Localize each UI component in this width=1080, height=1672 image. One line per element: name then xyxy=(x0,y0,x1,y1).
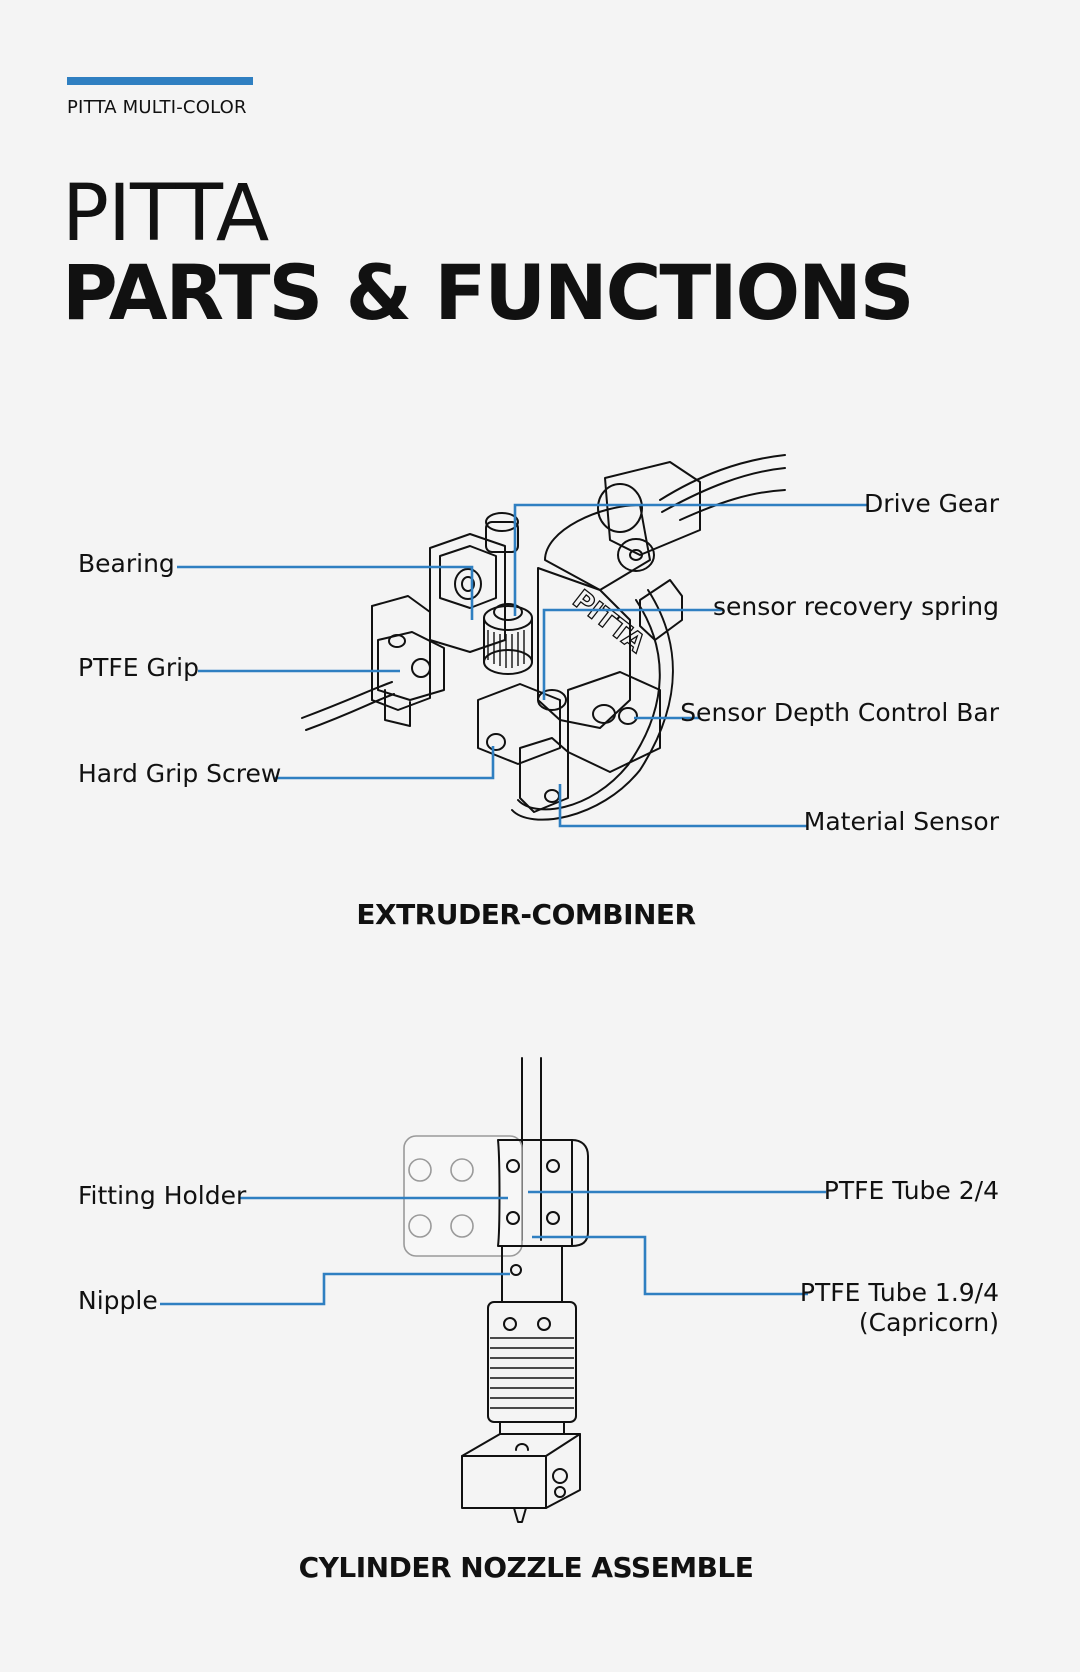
callout-line-bearing xyxy=(177,565,474,620)
label-sensor-recovery-spring: sensor recovery spring xyxy=(713,592,999,621)
nozzle-section-title: CYLINDER NOZZLE ASSEMBLE xyxy=(298,1551,754,1584)
label-ptfe-tube-24: PTFE Tube 2/4 xyxy=(823,1176,999,1205)
accent-bar xyxy=(67,77,253,85)
label-ptfe-grip: PTFE Grip xyxy=(78,653,199,682)
label-ptfe-tube-194-line1: PTFE Tube 1.9/4 xyxy=(799,1278,999,1307)
label-material-sensor: Material Sensor xyxy=(803,807,999,836)
label-nipple: Nipple xyxy=(78,1286,158,1315)
label-hard-grip-screw: Hard Grip Screw xyxy=(78,759,282,788)
label-ptfe-tube-194: PTFE Tube 1.9/4 (Capricorn) xyxy=(800,1278,999,1338)
callout-line-material-sensor xyxy=(558,784,808,828)
label-fitting-holder: Fitting Holder xyxy=(78,1181,247,1210)
label-ptfe-tube-194-line2: (Capricorn) xyxy=(858,1308,999,1337)
callout-line-hard-grip-screw xyxy=(275,746,495,780)
label-sensor-depth-control-bar: Sensor Depth Control Bar xyxy=(680,698,999,727)
label-bearing: Bearing xyxy=(78,549,175,578)
extruder-section-title: EXTRUDER-COMBINER xyxy=(356,898,696,931)
callout-line-nipple xyxy=(160,1272,510,1306)
cylinder-nozzle-illustration xyxy=(403,1057,589,1523)
callout-line-ptfe-tube-194 xyxy=(532,1235,808,1296)
body-logo-text: PITTA xyxy=(567,584,651,659)
eyebrow-label: PITTA MULTI-COLOR xyxy=(67,97,247,118)
callout-line-sensor-recovery-spring xyxy=(542,608,724,700)
callout-line-drive-gear xyxy=(513,503,868,616)
page-title-light: PITTA xyxy=(62,169,269,259)
label-drive-gear: Drive Gear xyxy=(864,489,999,518)
page-title-bold: PARTS & FUNCTIONS xyxy=(62,248,915,337)
